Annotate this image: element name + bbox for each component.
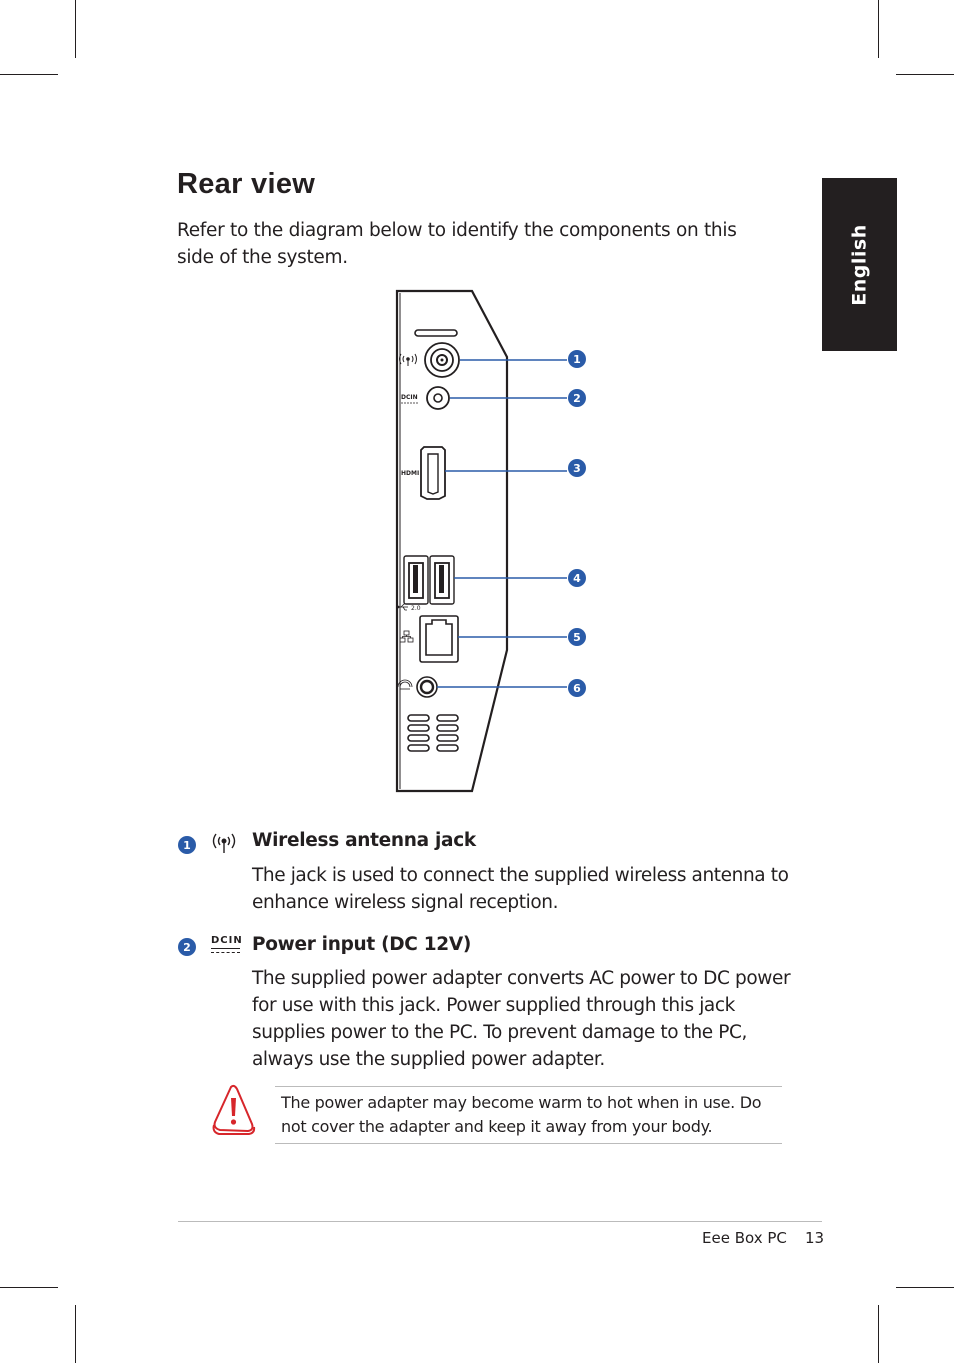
lan-port bbox=[419, 615, 459, 663]
wireless-antenna-icon bbox=[399, 353, 417, 366]
callout-3: 3 bbox=[568, 459, 586, 477]
footer-rule bbox=[178, 1221, 822, 1222]
warning-hand-icon bbox=[212, 1084, 256, 1135]
footer-product-name: Eee Box PC bbox=[702, 1229, 787, 1247]
crop-mark bbox=[75, 0, 76, 58]
crop-mark bbox=[878, 1305, 879, 1363]
dc-in-port bbox=[426, 386, 450, 410]
callout-5-number: 5 bbox=[573, 631, 581, 644]
item-1-description: The jack is used to connect the supplied… bbox=[252, 865, 789, 913]
wireless-antenna-icon bbox=[212, 833, 236, 853]
dc-in-port-label: DCIN bbox=[401, 394, 418, 401]
item-2-description: The supplied power adapter converts AC p… bbox=[252, 968, 791, 1070]
callout-1-number: 1 bbox=[573, 353, 581, 366]
intro-paragraph: Refer to the diagram below to identify t… bbox=[177, 220, 737, 268]
callout-4: 4 bbox=[568, 569, 586, 587]
top-slot bbox=[414, 329, 458, 337]
crop-mark bbox=[896, 74, 954, 75]
language-tab-label: English bbox=[848, 223, 871, 306]
callout-6: 6 bbox=[568, 679, 586, 697]
callout-3-number: 3 bbox=[573, 462, 581, 475]
item-1-number-badge: 1 bbox=[178, 836, 196, 854]
rear-view-diagram: DCIN HDMI 2.0 bbox=[395, 289, 586, 793]
page-title: Rear view bbox=[177, 168, 316, 200]
callout-leader-lines bbox=[437, 359, 567, 688]
dc-in-icon-label: DCIN bbox=[211, 935, 243, 946]
item-1-title: Wireless antenna jack bbox=[252, 830, 476, 851]
crop-mark bbox=[0, 1287, 58, 1288]
crop-mark bbox=[75, 1305, 76, 1363]
usb-ports bbox=[403, 555, 455, 605]
callout-4-number: 4 bbox=[573, 572, 581, 585]
chassis-outline bbox=[395, 289, 509, 793]
usb-icon bbox=[396, 603, 408, 611]
warning-text: The power adapter may become warm to hot… bbox=[281, 1093, 762, 1136]
callout-2: 2 bbox=[568, 389, 586, 407]
callout-2-number: 2 bbox=[573, 392, 581, 405]
antenna-jack-port bbox=[424, 342, 460, 378]
dc-in-icon: DCIN bbox=[211, 935, 243, 953]
language-tab: English bbox=[822, 178, 897, 351]
lan-icon bbox=[399, 630, 414, 643]
vent-slots bbox=[407, 714, 459, 752]
crop-mark bbox=[878, 0, 879, 58]
item-2-number-badge: 2 bbox=[178, 938, 196, 956]
hdmi-port-label: HDMI bbox=[401, 470, 419, 477]
hdmi-port bbox=[420, 446, 446, 500]
audio-icon bbox=[397, 679, 413, 690]
footer-page-number: 13 bbox=[805, 1229, 825, 1247]
callout-5: 5 bbox=[568, 628, 586, 646]
usb-version-label: 2.0 bbox=[411, 605, 421, 612]
callout-6-number: 6 bbox=[573, 682, 581, 695]
item-2-title: Power input (DC 12V) bbox=[252, 934, 472, 955]
crop-mark bbox=[896, 1287, 954, 1288]
callout-1: 1 bbox=[568, 350, 586, 368]
crop-mark bbox=[0, 74, 58, 75]
warning-note: The power adapter may become warm to hot… bbox=[275, 1086, 782, 1144]
